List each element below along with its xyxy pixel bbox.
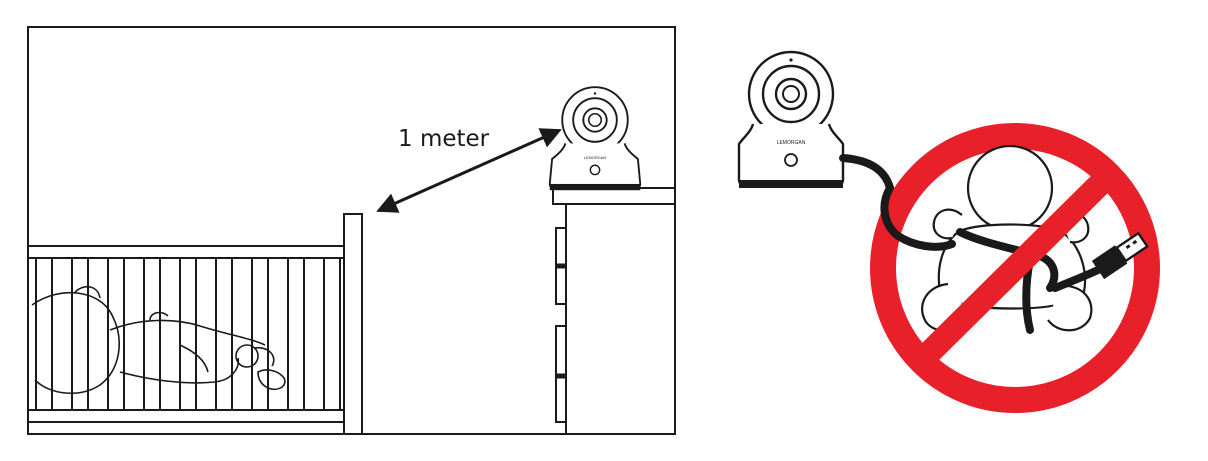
crib-bar xyxy=(35,257,53,411)
camera-brand-label: LEMORGAN xyxy=(584,155,606,160)
camera-on-dresser: LEMORGAN xyxy=(548,86,642,191)
nursery-scene: LEMORGAN 1 meter xyxy=(27,26,676,435)
dresser xyxy=(552,187,676,435)
crib-post xyxy=(343,213,363,435)
distance-label: 1 meter xyxy=(398,126,490,152)
crib-bars xyxy=(35,257,341,411)
crib-bar xyxy=(107,257,125,411)
crib xyxy=(27,213,363,435)
teddy-bear-illustration xyxy=(31,285,286,395)
usb-plug-icon xyxy=(1091,231,1149,280)
crib-bar xyxy=(323,257,341,411)
crib-top-rail xyxy=(27,245,347,259)
crib-bar xyxy=(251,257,269,411)
cord-safety-warning: LEMORGAN xyxy=(737,50,1160,413)
camera-brand-label: LEMORGAN xyxy=(777,140,806,146)
crib-bar xyxy=(287,257,305,411)
power-cord-icon xyxy=(839,154,894,192)
distance-arrow xyxy=(376,128,562,213)
dresser-body xyxy=(565,203,676,435)
crib-bar xyxy=(215,257,233,411)
camera-icon xyxy=(737,50,845,188)
prohibition-slash xyxy=(913,167,1117,369)
crib-bottom-rail xyxy=(27,409,347,423)
crib-bar xyxy=(179,257,197,411)
camera-icon xyxy=(548,86,642,191)
crib-bar xyxy=(143,257,161,411)
camera-standalone: LEMORGAN xyxy=(737,50,845,188)
dresser-top xyxy=(552,187,676,205)
crib-bar xyxy=(71,257,89,411)
